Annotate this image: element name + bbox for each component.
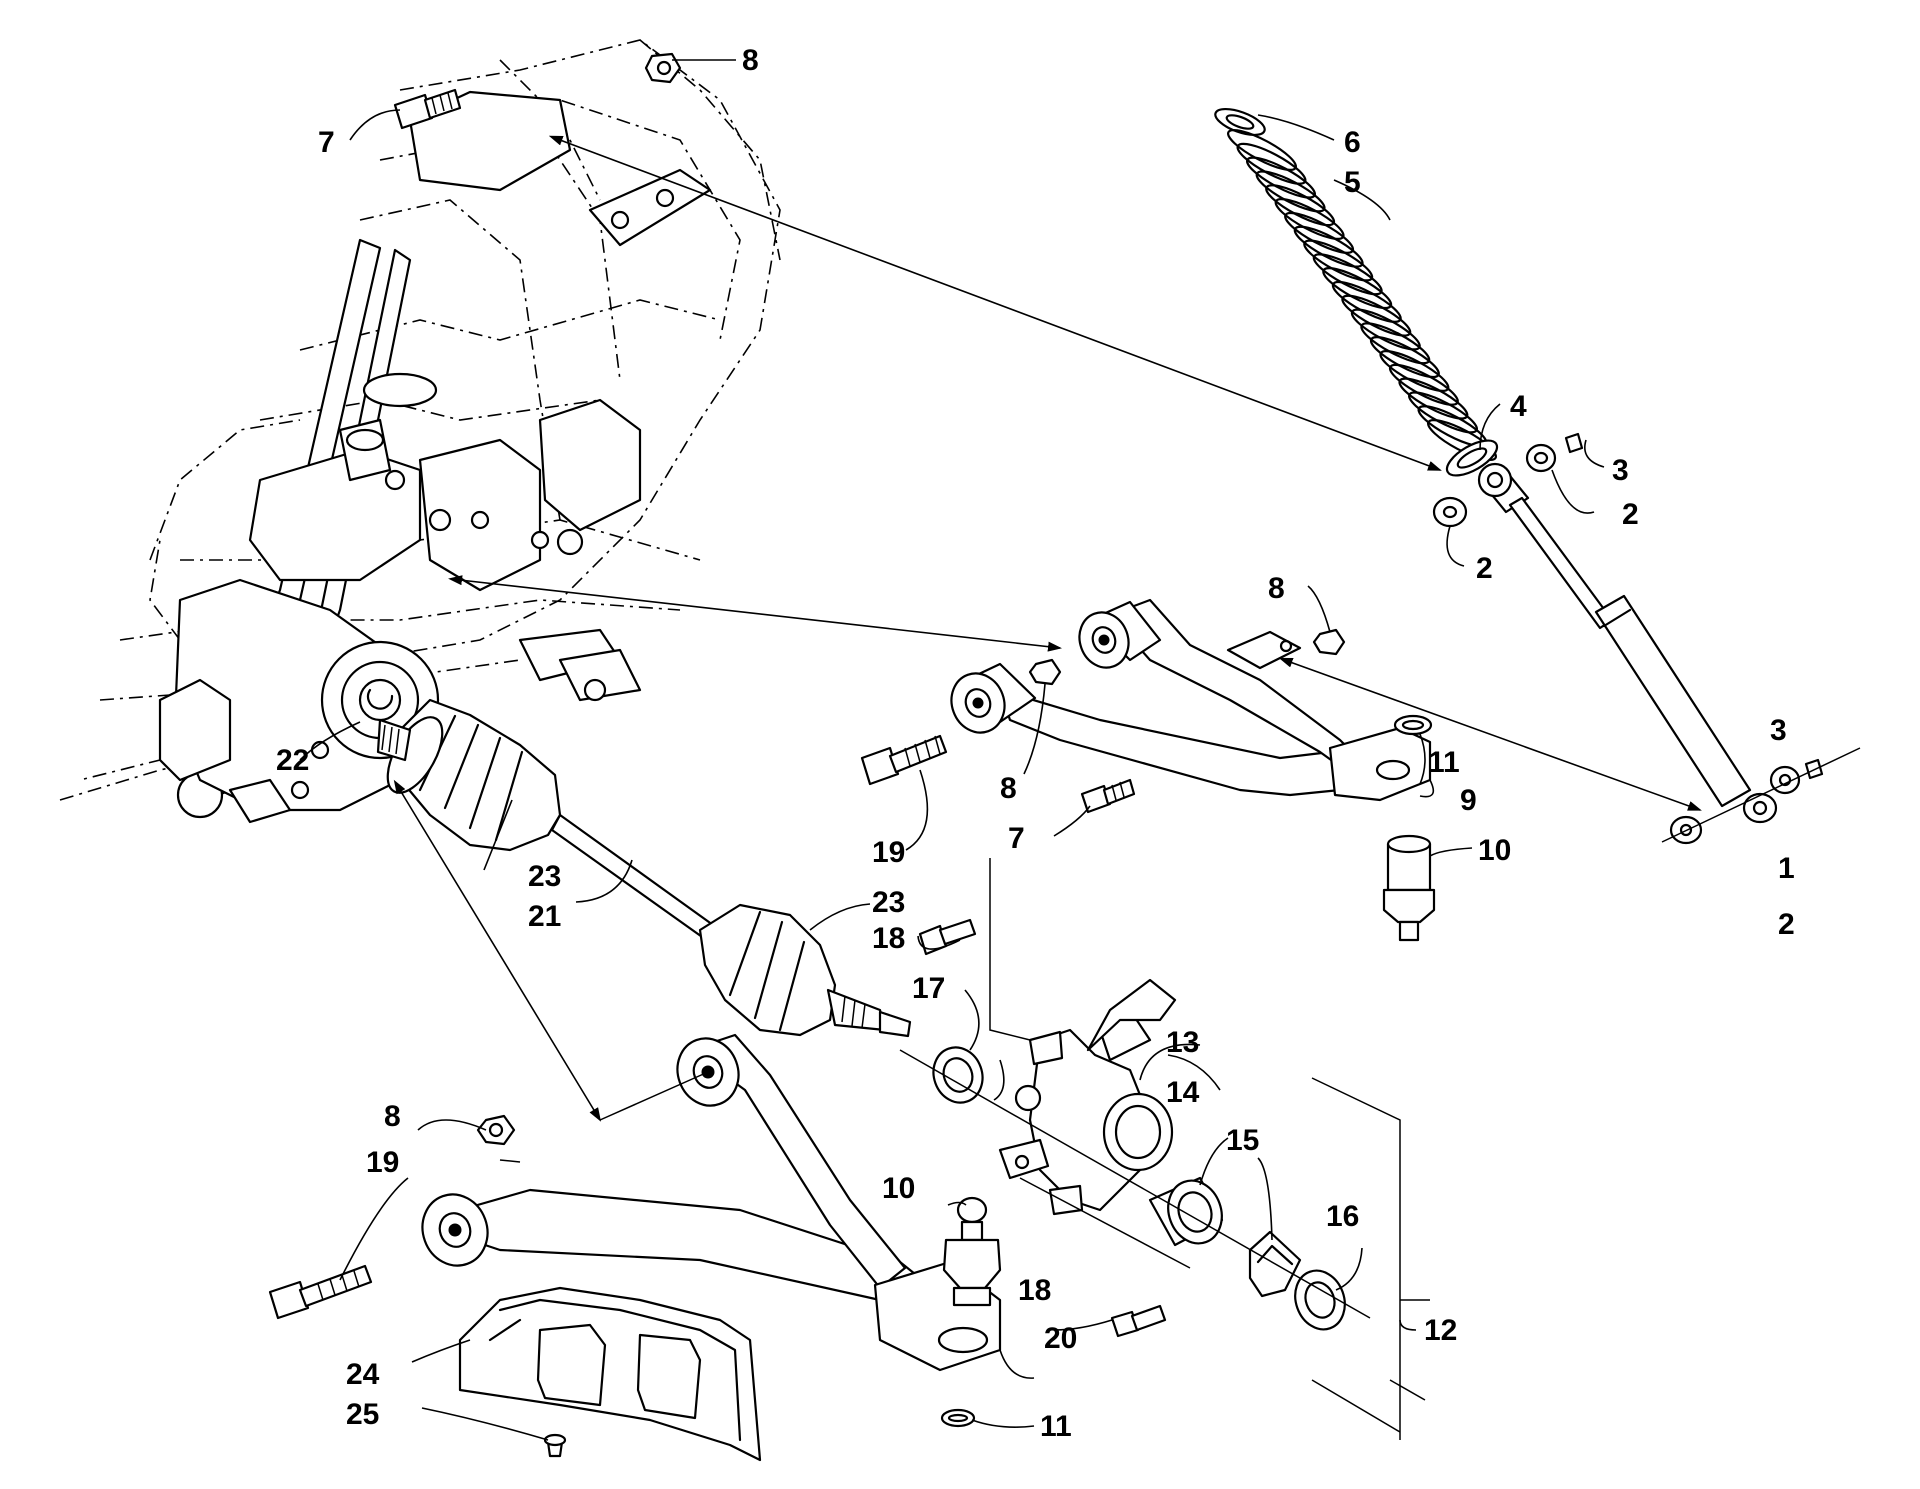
callout-6: 6 bbox=[1344, 126, 1361, 159]
callout-2: 2 bbox=[1622, 498, 1639, 531]
vehicle-frame bbox=[59, 39, 781, 824]
callout-3: 3 bbox=[1612, 454, 1629, 487]
callout-2: 2 bbox=[1476, 552, 1493, 585]
callout-16: 16 bbox=[1326, 1200, 1359, 1233]
callout-23: 23 bbox=[528, 860, 561, 893]
callout-8: 8 bbox=[384, 1100, 401, 1133]
spring-seat-6 bbox=[1214, 107, 1266, 137]
half-shaft-21 bbox=[376, 698, 912, 1038]
leader-lines bbox=[299, 59, 1605, 1441]
callout-17: 17 bbox=[912, 972, 945, 1005]
bolt-top-7 bbox=[393, 88, 462, 130]
callout-10: 10 bbox=[1478, 834, 1511, 867]
callout-2: 2 bbox=[1778, 908, 1795, 941]
callout-8: 8 bbox=[1268, 572, 1285, 605]
callout-9: 9 bbox=[1460, 784, 1477, 817]
assembly-guide-lines bbox=[499, 858, 1430, 1440]
callout-24: 24 bbox=[346, 1358, 380, 1391]
spring-coil bbox=[1350, 308, 1421, 351]
steering-knuckle-13 bbox=[998, 978, 1177, 1216]
callout-21: 21 bbox=[528, 900, 561, 933]
callout-1: 1 bbox=[1778, 852, 1795, 885]
callout-3: 3 bbox=[1770, 714, 1787, 747]
callout-10: 10 bbox=[882, 1172, 915, 1205]
nut-top-8 bbox=[644, 52, 682, 84]
callout-13: 13 bbox=[1166, 1026, 1199, 1059]
callout-19: 19 bbox=[366, 1146, 399, 1179]
callout-15: 15 bbox=[1226, 1124, 1259, 1157]
spring-seat-4 bbox=[1445, 439, 1499, 477]
skid-plate-24 bbox=[458, 1286, 762, 1462]
spring-coil bbox=[1274, 197, 1345, 241]
callout-23: 23 bbox=[872, 886, 905, 919]
upper-a-arm-9 bbox=[950, 598, 1432, 802]
callout-8: 8 bbox=[742, 44, 759, 77]
hub-parts-14-17 bbox=[899, 1046, 1371, 1331]
spring-coil bbox=[1312, 253, 1383, 296]
callout-14: 14 bbox=[1166, 1076, 1200, 1109]
callout-22: 22 bbox=[276, 744, 309, 777]
bushings-2-3-upper bbox=[1432, 432, 1584, 528]
callout-19: 19 bbox=[872, 836, 905, 869]
spring-coil bbox=[1265, 184, 1336, 227]
callout-11: 11 bbox=[1040, 1410, 1072, 1443]
callout-7: 7 bbox=[318, 126, 335, 159]
callout-8: 8 bbox=[1000, 772, 1017, 805]
spring-coil bbox=[1341, 294, 1412, 337]
upper-arm-hardware bbox=[860, 628, 1436, 942]
callout-12: 12 bbox=[1424, 1314, 1457, 1347]
lower-a-arm-20 bbox=[421, 1033, 1002, 1372]
callout-5: 5 bbox=[1344, 166, 1361, 199]
lower-arm-hardware bbox=[268, 918, 1167, 1428]
spring-coil bbox=[1303, 239, 1374, 282]
callout-18: 18 bbox=[872, 922, 905, 955]
spring-coil bbox=[1236, 142, 1307, 185]
callout-4: 4 bbox=[1510, 390, 1527, 423]
assembly-arrows bbox=[393, 135, 1702, 1122]
spring-coil bbox=[1379, 349, 1450, 393]
coil-spring-5 bbox=[1227, 128, 1497, 462]
callout-7: 7 bbox=[1008, 822, 1025, 855]
callout-11: 11 bbox=[1428, 746, 1460, 779]
spring-coil bbox=[1388, 363, 1459, 406]
callout-18: 18 bbox=[1018, 1274, 1051, 1307]
callout-labels: 1 2 2 2 3 3 4 5 6 7 7 8 8 8 8 9 10 10 11… bbox=[276, 44, 1795, 1443]
callout-20: 20 bbox=[1044, 1322, 1077, 1355]
bushings-2-3-lower bbox=[1661, 747, 1861, 845]
callout-25: 25 bbox=[346, 1398, 379, 1431]
